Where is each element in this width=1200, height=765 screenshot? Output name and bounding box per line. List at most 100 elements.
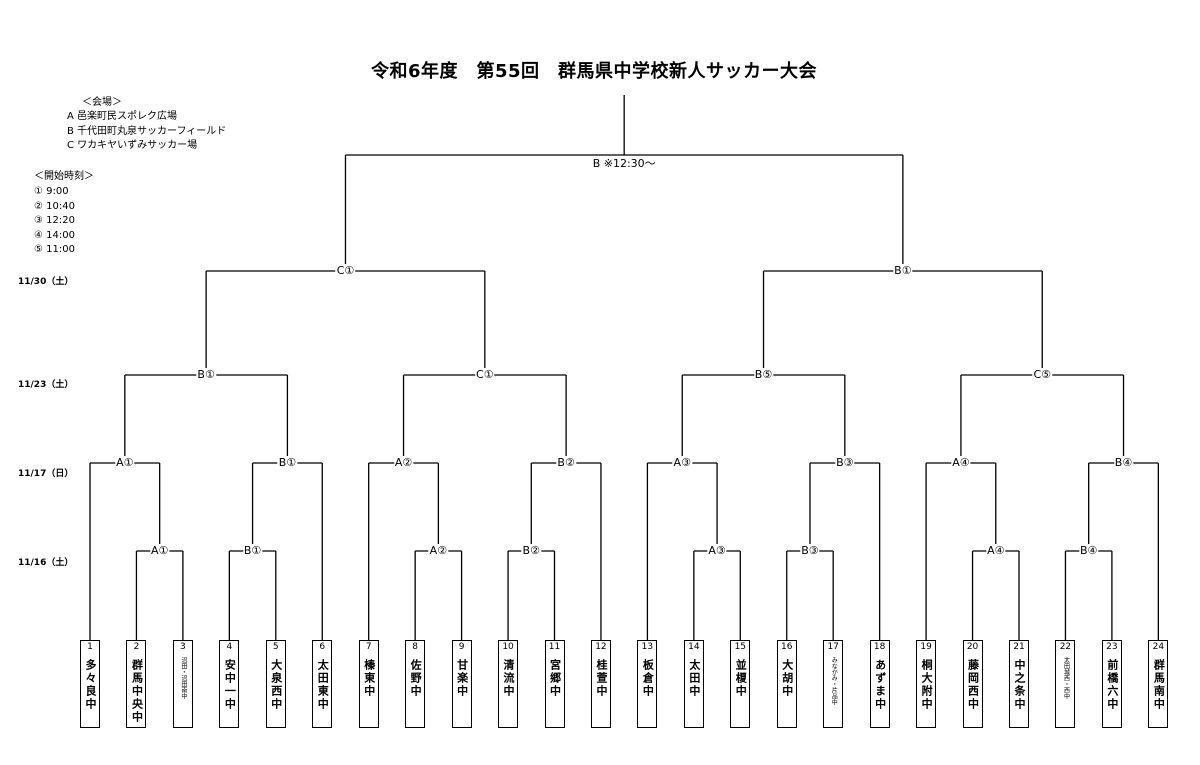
match-label-qf-4: C⑤	[1032, 368, 1052, 381]
team-name: 桐大附中	[920, 659, 934, 711]
team-number: 3	[180, 642, 186, 652]
team-box: 18 あずま中	[869, 640, 890, 728]
page-title: 令和6年度 第55回 群馬県中学校新人サッカー大会	[370, 61, 818, 82]
team-name: 大胡中	[780, 659, 794, 698]
team-box: 1 多々良中	[80, 640, 100, 728]
team-name: 多々良中	[84, 659, 97, 711]
start-time-1: ① 9:00	[34, 186, 69, 197]
team-box: 16 大胡中	[776, 640, 797, 728]
team-number: 14	[688, 642, 700, 652]
team-name: あずま中	[873, 659, 887, 711]
team-number: 23	[1106, 642, 1118, 652]
team-box: 11 宮郷中	[544, 640, 565, 728]
match-label-final: B ※12:30〜	[591, 157, 657, 170]
match-label-r1-3: A②	[428, 544, 449, 557]
venue-c: C ワカキヤいずみサッカー場	[67, 140, 198, 151]
team-name: 榛東中	[362, 659, 376, 698]
venue-a: A 邑楽町民スポレク広場	[67, 111, 178, 122]
team-number: 17	[827, 642, 839, 652]
team-number: 1	[87, 642, 93, 652]
team-box: 9 甘楽中	[451, 640, 472, 728]
match-label-sf-2: B①	[893, 264, 913, 277]
match-label-qf-2: C①	[475, 368, 495, 381]
team-box: 21 中之条中	[1009, 640, 1029, 728]
match-label-qf-1: B①	[196, 368, 216, 381]
match-label-r1-5: A③	[707, 544, 727, 557]
team-name: 太田中	[687, 659, 701, 698]
start-times-header: ＜開始時刻＞	[34, 171, 94, 182]
team-number: 2	[133, 642, 140, 652]
round-date-semifinal: 11/30（土）	[18, 277, 74, 287]
team-number: 7	[365, 642, 372, 652]
match-label-r1-6: B③	[800, 544, 820, 557]
team-box: 24 群馬南中	[1148, 640, 1169, 728]
match-label-r2-4: B②	[556, 456, 576, 469]
team-box: 15 並榎中	[730, 640, 751, 728]
team-name: 甘楽中	[455, 659, 469, 698]
team-number: 11	[548, 642, 561, 652]
match-label-r2-3: A②	[393, 456, 414, 469]
round-date-round1: 11/16（土）	[18, 558, 74, 568]
team-name: 佐野中	[409, 659, 423, 698]
team-name: 群馬南中	[1152, 659, 1166, 711]
team-box: 20 藤岡西中	[962, 640, 983, 728]
start-time-3: ③ 12:20	[34, 215, 75, 226]
team-name: 大泉西中	[269, 659, 283, 711]
team-name: 太田東中	[316, 659, 330, 711]
team-box: 7 榛東中	[358, 640, 379, 728]
match-label-qf-3: B⑤	[753, 368, 774, 381]
match-label-r2-6: B③	[835, 456, 855, 469]
team-name: 群馬中央中	[130, 659, 144, 724]
start-time-2: ② 10:40	[34, 201, 75, 212]
team-box: 17 みなかみ・片品中	[823, 640, 844, 728]
match-label-r2-2: B①	[277, 456, 298, 469]
team-number: 13	[641, 642, 654, 652]
match-label-r1-4: B②	[521, 544, 541, 557]
match-label-r1-8: B④	[1078, 544, 1099, 557]
team-name: 中之条中	[1013, 659, 1026, 711]
team-number: 10	[502, 642, 514, 652]
match-label-r2-5: A③	[672, 456, 692, 469]
team-number: 4	[226, 642, 233, 652]
team-box: 8 佐野中	[405, 640, 426, 728]
team-name: みなかみ・片品中	[830, 657, 838, 705]
team-number: 20	[966, 642, 979, 652]
match-label-r2-8: B④	[1113, 456, 1134, 469]
round-date-quarterfinal: 11/23（土）	[18, 380, 74, 390]
team-number: 18	[873, 642, 886, 652]
team-box: 23 前橋六中	[1101, 640, 1122, 728]
team-name: 前橋六中	[1105, 659, 1119, 711]
team-number: 9	[458, 642, 465, 652]
team-number: 16	[781, 642, 793, 652]
team-name: 安中一中	[223, 659, 237, 711]
team-box: 14 太田中	[683, 640, 704, 728]
team-number: 21	[1013, 642, 1025, 652]
team-number: 15	[734, 642, 747, 652]
match-label-r1-7: A④	[986, 544, 1006, 557]
team-box: 4 安中一中	[219, 640, 240, 728]
team-number: 8	[412, 642, 418, 652]
team-box: 13 板倉中	[637, 640, 658, 728]
match-label-r1-1: A①	[149, 544, 170, 557]
team-box: 10 清流中	[498, 640, 519, 728]
team-name: 並榎中	[734, 659, 748, 698]
team-number: 24	[1152, 642, 1165, 652]
team-name: 板倉中	[641, 659, 655, 698]
start-time-5: ⑤ 11:00	[34, 244, 75, 255]
team-name: 宮郷中	[548, 659, 562, 698]
match-label-r2-1: A①	[115, 456, 135, 469]
venue-b: B 千代田町丸泉サッカーフィールド	[67, 126, 227, 137]
venue-header: ＜会場＞	[82, 97, 122, 108]
match-label-r1-2: B①	[242, 544, 263, 557]
team-box: 2 群馬中央中	[126, 640, 147, 728]
team-name: 太田城西・西中	[1062, 657, 1070, 699]
team-name: 清流中	[502, 659, 516, 698]
team-number: 12	[595, 642, 607, 652]
round-date-round2: 11/17（日）	[18, 469, 74, 479]
team-name: 藤岡西中	[966, 659, 980, 711]
